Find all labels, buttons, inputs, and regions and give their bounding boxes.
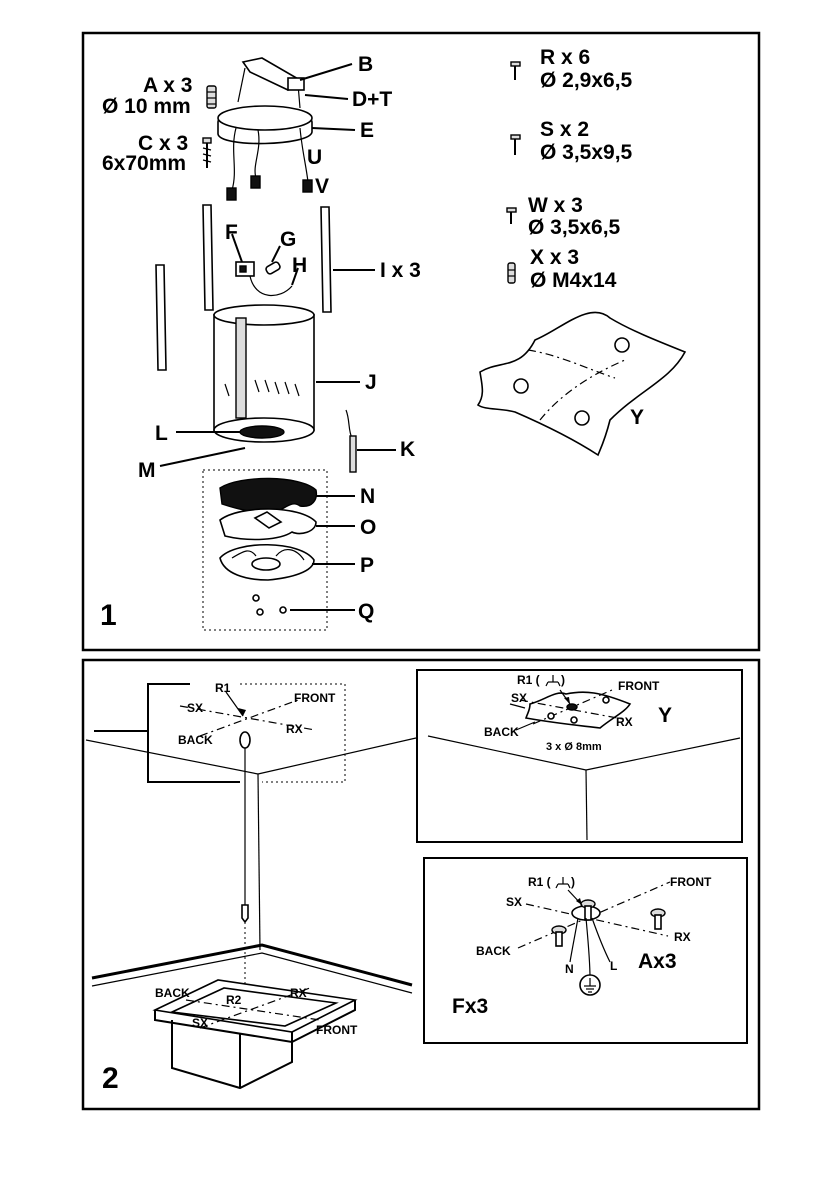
ceiling-back: BACK — [178, 733, 213, 747]
screw-x-icon — [508, 263, 515, 283]
screw-x-qty: X x 3 — [530, 246, 579, 269]
label-g: G — [280, 228, 296, 251]
label-e: E — [360, 119, 374, 142]
callout-bracket — [94, 684, 190, 731]
inset-a-ax3: Ax3 — [638, 950, 677, 973]
long-screw-c-icon — [203, 138, 211, 168]
canopy-plate-e — [218, 106, 312, 144]
label-a-qty: A x 3 — [143, 74, 192, 97]
inset-a-fx3: Fx3 — [452, 995, 488, 1018]
inset-a-l: L — [610, 959, 617, 973]
floor-sx: SX — [192, 1016, 208, 1030]
inset-a-r1-close: ) — [571, 875, 575, 889]
label-y: Y — [630, 406, 644, 429]
anchor-screw-3 — [552, 926, 566, 946]
figure-1-panel: 1 A x 3 Ø 10 mm C x 3 6x70mm — [83, 33, 759, 650]
filter-l — [240, 426, 284, 438]
ceiling-bracket-b — [238, 58, 304, 108]
screw-w-size: Ø 3,5x6,5 — [528, 216, 621, 239]
cover-o — [220, 509, 316, 540]
inset-y-front: FRONT — [618, 679, 660, 693]
label-f: F — [225, 221, 238, 244]
inset-y-rx: RX — [616, 715, 633, 729]
hood-body-j — [214, 305, 314, 442]
inset-a-sx: SX — [506, 895, 522, 909]
ceiling-rx: RX — [286, 722, 303, 736]
floor-rx: RX — [290, 986, 307, 1000]
plumb-line — [240, 732, 250, 1012]
inset-y-r1-close: ) — [561, 673, 565, 687]
label-l: L — [155, 422, 168, 445]
label-m: M — [138, 459, 156, 482]
screw-r-size: Ø 2,9x6,5 — [540, 69, 633, 92]
cable-h — [250, 276, 292, 295]
inset-a-back: BACK — [476, 944, 511, 958]
drilling-template-y — [478, 312, 685, 455]
inset-y-holes: 3 x Ø 8mm — [546, 741, 602, 753]
label-o: O — [360, 516, 376, 539]
screw-w-qty: W x 3 — [528, 194, 583, 217]
terminal-block-f — [236, 262, 254, 276]
label-c-size: 6x70mm — [102, 152, 186, 175]
anchor-screw-2 — [651, 909, 665, 929]
label-k: K — [400, 438, 415, 461]
screw-r-qty: R x 6 — [540, 46, 590, 69]
figure-2-frame — [83, 660, 759, 1109]
inset-y-sx: SX — [511, 691, 527, 705]
ceiling-sx: SX — [187, 701, 203, 715]
floor-r2: R2 — [226, 993, 242, 1007]
label-p: P — [360, 554, 374, 577]
room-perspective — [86, 738, 416, 993]
floor-back: BACK — [155, 986, 190, 1000]
lamp-k — [346, 410, 356, 472]
label-q: Q — [358, 600, 374, 623]
inset-y-r1: R1 ( — [517, 673, 540, 687]
screw-w-icon — [507, 208, 516, 224]
label-a-size: Ø 10 mm — [102, 95, 191, 118]
inset-y-back: BACK — [484, 725, 519, 739]
inset-template-y — [417, 670, 742, 842]
cable-clamp-g — [265, 261, 281, 275]
inset-a-n: N — [565, 962, 574, 976]
ceiling-front: FRONT — [294, 691, 336, 705]
ceiling-r1: R1 — [215, 681, 231, 695]
inset-y-label: Y — [658, 704, 672, 727]
label-dt: D+T — [352, 88, 392, 111]
label-i-qty: I x 3 — [380, 259, 421, 282]
screw-r-icon — [511, 62, 520, 80]
label-n: N — [360, 485, 375, 508]
floor-front: FRONT — [316, 1023, 358, 1037]
wall-anchor-a-icon — [207, 86, 216, 108]
label-u: U — [307, 146, 322, 169]
screws-q — [253, 595, 286, 615]
screw-x-size: Ø M4x14 — [530, 269, 617, 292]
label-h: H — [292, 254, 307, 277]
connectors-v — [227, 176, 312, 200]
screw-s-qty: S x 2 — [540, 118, 589, 141]
grille-n — [220, 478, 316, 512]
label-j: J — [365, 371, 377, 394]
ground-symbol-icon — [546, 675, 560, 686]
inset-a-r1: R1 ( — [528, 875, 551, 889]
label-v: V — [315, 175, 329, 198]
screw-s-size: Ø 3,5x9,5 — [540, 141, 633, 164]
ground-symbol-icon-2 — [556, 877, 570, 888]
inset-a-front: FRONT — [670, 875, 712, 889]
figure-2-panel: 2 R1 FRONT SX RX BACK — [83, 660, 759, 1109]
figure-1-number: 1 — [100, 599, 117, 632]
label-b: B — [358, 53, 373, 76]
figure-2-number: 2 — [102, 1062, 119, 1095]
diffuser-p — [220, 545, 314, 580]
inset-a-rx: RX — [674, 930, 691, 944]
screw-s-icon — [511, 135, 520, 155]
